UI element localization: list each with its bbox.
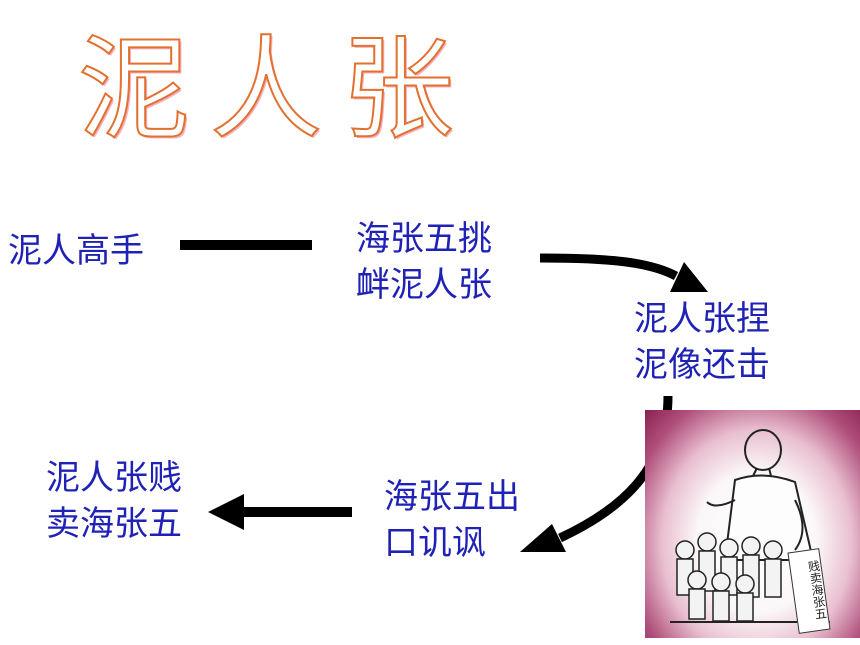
clay-figure-illustration: 贱卖海张五 (645, 410, 860, 638)
illustration-sketch (670, 429, 830, 623)
arrowhead-1 (670, 262, 708, 292)
arrowhead-3 (208, 494, 244, 530)
node-provoke: 海张五挑 衅泥人张 (356, 219, 492, 305)
node-counter: 泥人张捏 泥像还击 (634, 299, 770, 385)
node-sell: 泥人张贱 卖海张五 (46, 458, 182, 544)
node-master: 泥人高手 (8, 231, 144, 271)
arrowhead-2 (520, 524, 566, 552)
page-title: 泥人张 (77, 25, 474, 155)
node-mock: 海张五出 口讥讽 (384, 477, 520, 563)
arrow-provoke-to-counter (539, 253, 679, 281)
